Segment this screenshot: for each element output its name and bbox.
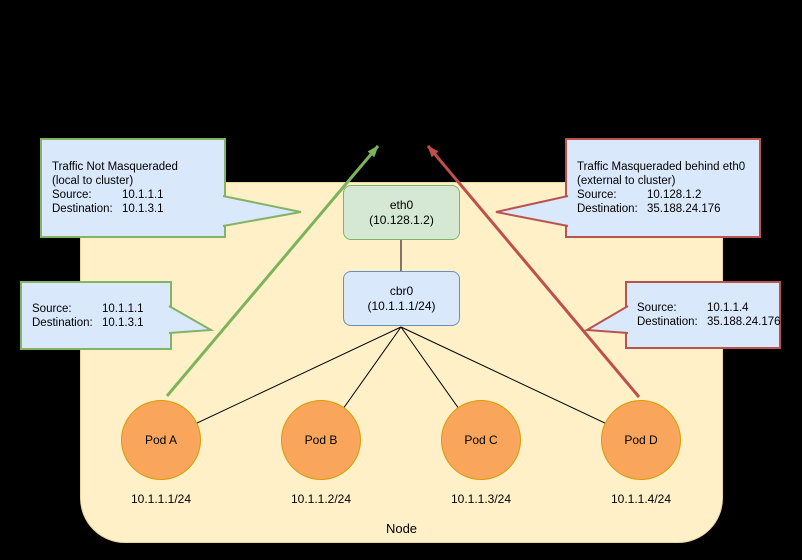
destination-label: Destination: — [32, 316, 93, 329]
cbr0-ip: (10.1.1.1/24) — [367, 298, 436, 313]
callout-masq-packet-detail: Source: 10.1.1.4 Destination: 35.188.24.… — [625, 281, 781, 349]
cbr0-name: cbr0 — [389, 283, 414, 298]
callout-traffic-masqueraded: Traffic Masqueraded behind eth0 (externa… — [565, 138, 761, 238]
pod-a-ip: 10.1.1.1/24 — [130, 492, 192, 506]
destination-value: 10.1.3.1 — [122, 203, 164, 215]
cbr0-bridge-node: cbr0 (10.1.1.1/24) — [343, 271, 460, 326]
source-value: 10.1.1.1 — [102, 302, 144, 315]
pod-c-label: Pod C — [464, 433, 498, 447]
pod-a-label: Pod A — [144, 433, 178, 447]
callout-traffic-not-masqueraded: Traffic Not Masqueraded (local to cluste… — [40, 138, 226, 238]
eth0-interface-node: eth0 (10.128.1.2) — [343, 185, 460, 240]
destination-label: Destination: — [52, 203, 113, 215]
callout-title-line: Traffic Not Masqueraded — [52, 161, 178, 173]
pod-b-label: Pod B — [304, 433, 338, 447]
pod-b-ip: 10.1.1.2/24 — [290, 492, 352, 506]
source-value: 10.1.1.4 — [707, 302, 749, 314]
callout-local-packet-detail: Source: 10.1.1.1 Destination: 10.1.3.1 — [20, 281, 172, 350]
destination-label: Destination: — [577, 203, 638, 215]
eth0-ip: (10.128.1.2) — [369, 212, 434, 227]
source-label: Source: — [52, 189, 92, 201]
pod-d-ip: 10.1.1.4/24 — [610, 492, 672, 506]
callout-title-line: (external to cluster) — [577, 175, 676, 187]
callout-title-line: Traffic Masqueraded behind eth0 — [577, 161, 746, 173]
callout-title-line: (local to cluster) — [52, 175, 134, 187]
destination-value: 35.188.24.176 — [707, 316, 781, 328]
eth0-name: eth0 — [389, 197, 414, 212]
pod-d-label: Pod D — [624, 433, 658, 447]
node-label: Node — [385, 521, 418, 536]
pod-a-circle: Pod A — [121, 400, 201, 480]
source-value: 10.1.1.1 — [122, 189, 164, 201]
pod-b-circle: Pod B — [281, 400, 361, 480]
destination-value: 35.188.24.176 — [647, 203, 721, 215]
destination-value: 10.1.3.1 — [102, 316, 144, 329]
pod-c-ip: 10.1.1.3/24 — [450, 492, 512, 506]
source-label: Source: — [637, 302, 677, 314]
pod-c-circle: Pod C — [441, 400, 521, 480]
destination-label: Destination: — [637, 316, 698, 328]
pod-d-circle: Pod D — [601, 400, 681, 480]
source-value: 10.128.1.2 — [647, 189, 702, 201]
source-label: Source: — [577, 189, 617, 201]
source-label: Source: — [32, 302, 72, 315]
